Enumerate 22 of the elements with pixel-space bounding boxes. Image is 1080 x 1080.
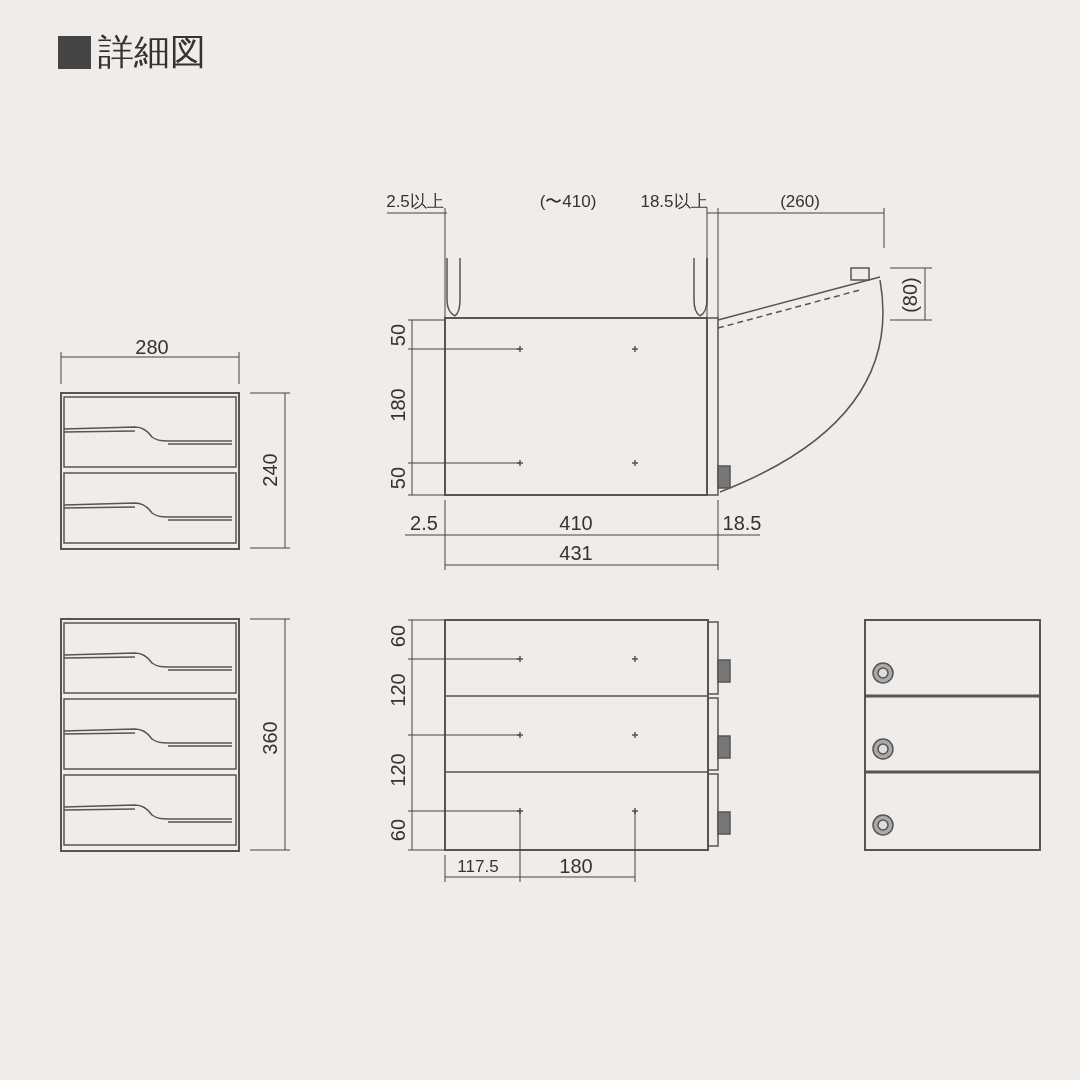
dimension-label: (80) xyxy=(900,277,920,313)
dimension-label: 280 xyxy=(135,337,169,357)
dimension-label: 240 xyxy=(260,453,280,487)
dimension-label: 117.5 xyxy=(457,857,499,875)
dimension-label: 410 xyxy=(559,513,593,533)
dimension-label: 120 xyxy=(388,673,408,707)
heading: 詳細図 xyxy=(98,34,206,70)
dimension-label: 431 xyxy=(559,543,593,563)
dimension-label: 120 xyxy=(388,753,408,787)
dimension-label: 50 xyxy=(388,466,408,490)
dimension-label: (〜410) xyxy=(539,192,597,210)
dimension-label: 50 xyxy=(388,323,408,347)
dimension-label: 18.5以上 xyxy=(640,192,708,210)
dimension-label: 2.5以上 xyxy=(386,192,444,210)
dimension-label: 18.5 xyxy=(722,513,762,533)
dimension-label: 2.5 xyxy=(410,513,438,533)
dimension-label: 180 xyxy=(388,388,408,422)
dimension-label: (260) xyxy=(780,192,820,210)
dimension-label: 60 xyxy=(388,818,408,842)
dimension-label: 180 xyxy=(559,856,593,876)
dimension-label: 360 xyxy=(260,721,280,755)
dimension-label: 60 xyxy=(388,624,408,648)
